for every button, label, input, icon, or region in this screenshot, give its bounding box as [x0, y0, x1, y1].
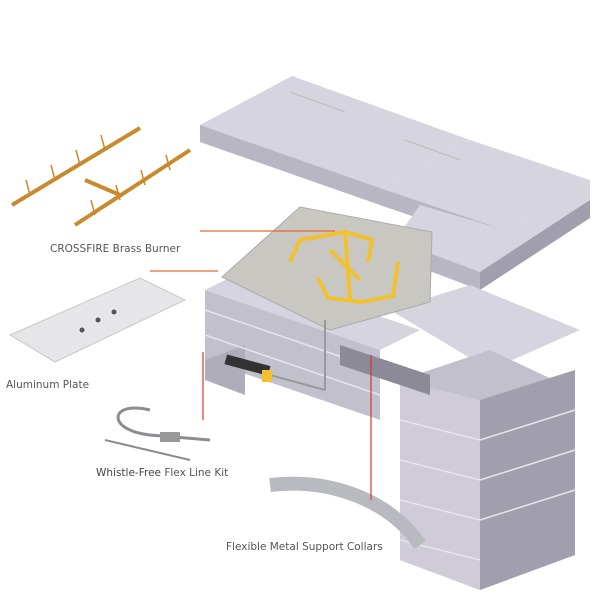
- aluminum-plate-image: [8, 277, 187, 363]
- leader-lines: [150, 230, 372, 500]
- crossfire-burner-image: [10, 126, 192, 227]
- base-blocks: [204, 270, 580, 590]
- label-crossfire-burner: CROSSFIRE Brass Burner: [50, 243, 181, 255]
- label-flex-line-kit: Whistle-Free Flex Line Kit: [96, 467, 228, 479]
- label-support-collars: Flexible Metal Support Collars: [226, 541, 383, 553]
- label-aluminum-plate: Aluminum Plate: [6, 379, 90, 391]
- flex-line-kit-image: [104, 406, 211, 461]
- support-collar-image: [269, 476, 426, 550]
- label-flex-line-bold: Whistle-Free: [96, 467, 161, 479]
- installed-burner: [288, 229, 400, 305]
- label-flex-line-rest: Flex Line Kit: [164, 467, 229, 479]
